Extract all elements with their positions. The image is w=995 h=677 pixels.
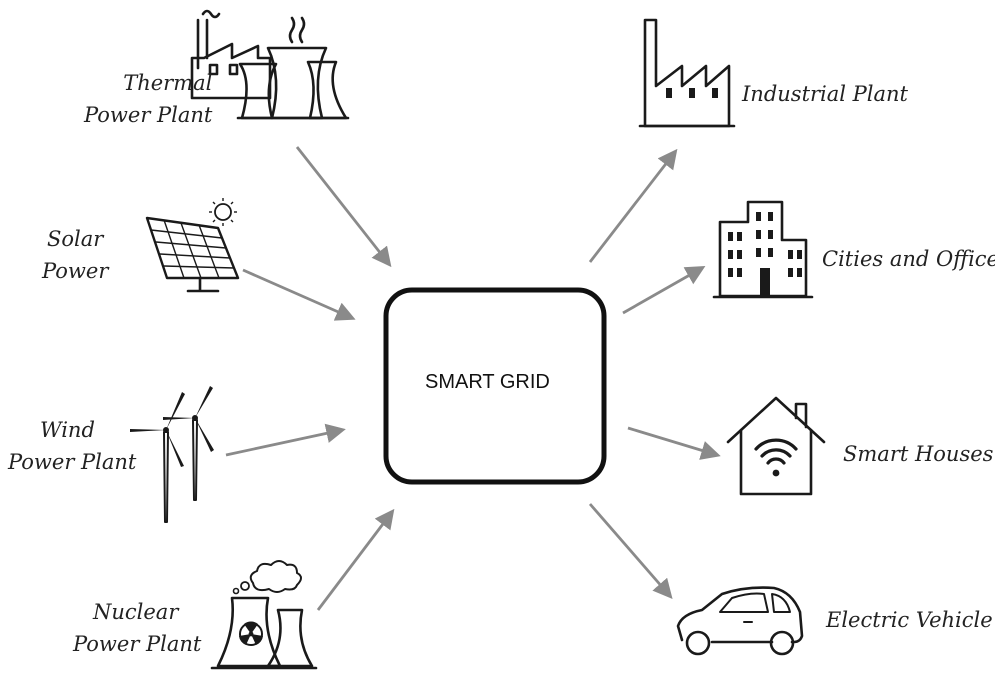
- wind-power-plant-label: Wind Power Plant: [8, 414, 136, 478]
- cities-and-offices-label: Cities and Offices: [822, 247, 995, 271]
- wind-label-line-2: Power Plant: [8, 450, 137, 474]
- thermal-label-line-1: Thermal: [123, 71, 213, 95]
- electric-car-icon: [676, 586, 804, 656]
- solar-label-line-1: Solar: [47, 227, 104, 251]
- arrow-grid-to-vehicle: [588, 503, 673, 599]
- nuclear-label-line-2: Power Plant: [73, 632, 202, 656]
- office-building-icon: [712, 200, 814, 299]
- nuclear-power-plant-label: Nuclear Power Plant: [73, 596, 201, 660]
- smart-house-icon: [726, 396, 826, 496]
- smart-grid-label: SMART GRID: [425, 371, 550, 393]
- nuclear-plant-icon: [210, 560, 318, 670]
- industrial-plant-label: Industrial Plant: [742, 82, 909, 106]
- solar-panel-icon: [145, 198, 240, 293]
- factory-icon: [638, 18, 736, 128]
- thermal-power-plant-label: Thermal Power Plant: [84, 67, 212, 131]
- nuclear-label-line-1: Nuclear: [93, 600, 179, 624]
- wind-turbine-icon: [130, 386, 214, 523]
- solar-label-line-2: Power: [42, 259, 109, 283]
- arrow-thermal-to-grid: [295, 146, 392, 268]
- arrow-nuclear-to-grid: [316, 508, 395, 611]
- arrow-grid-to-cities: [622, 266, 706, 315]
- electric-vehicle-label: Electric Vehicle: [826, 608, 993, 632]
- wind-label-line-1: Wind: [40, 418, 95, 442]
- arrow-grid-to-houses: [627, 426, 721, 460]
- arrow-grid-to-industrial: [588, 148, 678, 263]
- smart-houses-label: Smart Houses: [843, 442, 994, 466]
- smart-grid-box: [383, 287, 607, 485]
- thermal-label-line-2: Power Plant: [84, 103, 213, 127]
- arrow-solar-to-grid: [242, 268, 356, 321]
- arrow-wind-to-grid: [225, 423, 346, 457]
- solar-power-label: Solar Power: [42, 223, 108, 287]
- thermal-plant-icon: [190, 9, 350, 120]
